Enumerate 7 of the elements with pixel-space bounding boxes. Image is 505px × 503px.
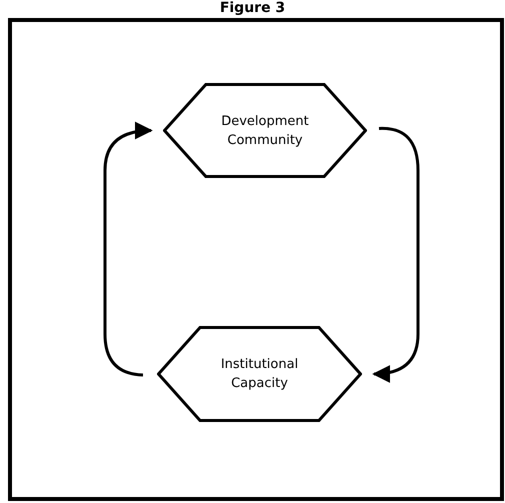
node-label: Institutional Capacity — [220, 356, 300, 393]
figure-title: Figure 3 — [218, 0, 286, 17]
curved-arrow — [372, 127, 420, 382]
hexagon-node — [157, 326, 362, 422]
node-label: Development Community — [220, 112, 310, 150]
hexagon-node — [163, 83, 367, 178]
curved-arrow — [104, 122, 153, 376]
